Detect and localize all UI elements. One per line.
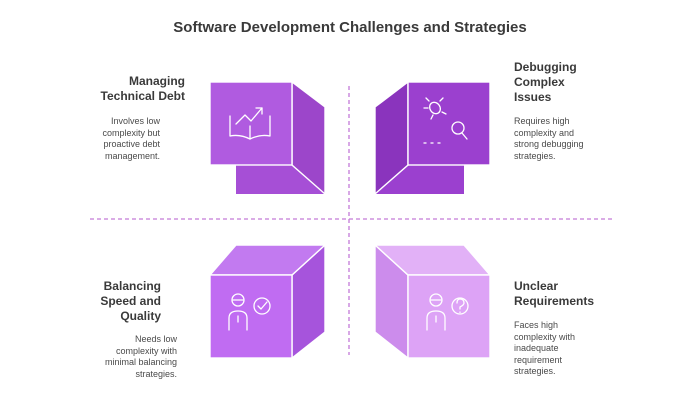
quadrant-desc-bottom-right: Faces high complexity with inadequate re… [514, 320, 576, 376]
cube-debugging-complex-issues [374, 80, 491, 196]
page-title: Software Development Challenges and Stra… [173, 19, 527, 36]
book-growth-icon [229, 107, 271, 140]
bug-search-icon [423, 97, 468, 144]
quadrant-desc-top-right: Requires high complexity and strong debu… [514, 116, 584, 161]
person-question-icon [426, 293, 469, 331]
quadrant-title-top-right: Debugging Complex Issues [514, 60, 577, 104]
quadrant-title-top-left: Managing Technical Debt [100, 74, 185, 103]
person-check-icon [228, 293, 271, 331]
quadrant-desc-bottom-left: Needs low complexity with minimal balanc… [104, 334, 177, 379]
quadrant-desc-top-left: Involves low complexity but proactive de… [102, 116, 160, 161]
cube-managing-technical-debt [209, 80, 326, 196]
cube-unclear-requirements [373, 243, 492, 360]
quadrant-title-bottom-right: Unclear Requirements [514, 279, 595, 308]
quadrant-title-bottom-left: Balancing Speed and Quality [100, 279, 161, 323]
cube-balancing-speed-quality [208, 243, 327, 360]
